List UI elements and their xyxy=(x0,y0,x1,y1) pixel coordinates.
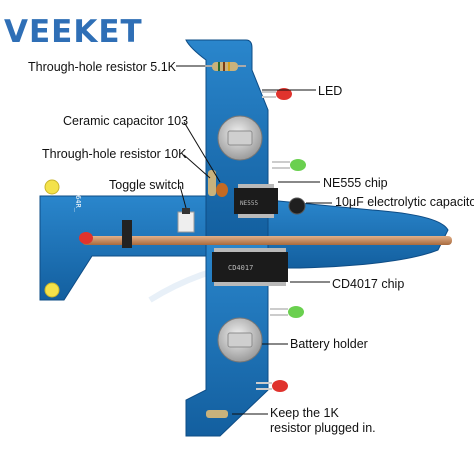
label-keep-line2: resistor plugged in. xyxy=(270,421,376,435)
cd4017-chip xyxy=(212,252,288,282)
label-electrolytic: 10μF electrolytic capacitor xyxy=(335,195,474,209)
label-cd4017: CD4017 chip xyxy=(332,277,405,291)
label-keep-line1: Keep the 1K xyxy=(270,406,339,420)
red-led-top xyxy=(276,88,292,100)
red-led-nose xyxy=(79,232,93,244)
green-led-top xyxy=(290,159,306,171)
label-keep-resistor: Keep the 1K resistor plugged in. xyxy=(270,406,376,436)
silk-cd4017: CD4017 xyxy=(228,264,253,272)
silk-tail-code: 070852 xyxy=(193,337,202,366)
silk-ne555: NE555 xyxy=(240,200,258,207)
label-resistor-5k1: Through-hole resistor 5.1K xyxy=(28,60,176,74)
brand-logo: VEEKET xyxy=(4,14,143,50)
label-toggle-switch: Toggle switch xyxy=(109,178,185,192)
label-resistor-10k: Through-hole resistor 10K xyxy=(42,147,187,161)
yellow-led-bottom xyxy=(44,282,60,298)
pin-header xyxy=(122,220,132,248)
ceramic-capacitor xyxy=(216,183,228,197)
silk-wing-text: 1157564R_ xyxy=(74,174,82,213)
resistor-10k xyxy=(208,170,216,196)
green-led-lower xyxy=(288,306,304,318)
label-led: LED xyxy=(318,84,343,98)
leader-lines xyxy=(176,65,332,415)
yellow-led-top xyxy=(44,179,60,195)
ne555-chip xyxy=(234,188,278,214)
label-ceramic-capacitor: Ceramic capacitor 103 xyxy=(63,114,189,128)
silk-top-code: BA12 xyxy=(190,140,198,157)
red-led-lower xyxy=(272,380,288,392)
copper-rod xyxy=(82,236,452,245)
label-ne555: NE555 chip xyxy=(323,176,388,190)
label-battery-holder: Battery holder xyxy=(290,337,368,351)
electrolytic-capacitor xyxy=(288,197,306,215)
toggle-switch xyxy=(177,211,195,233)
resistor-1k xyxy=(206,410,228,418)
pcb-right-nose xyxy=(267,199,449,269)
